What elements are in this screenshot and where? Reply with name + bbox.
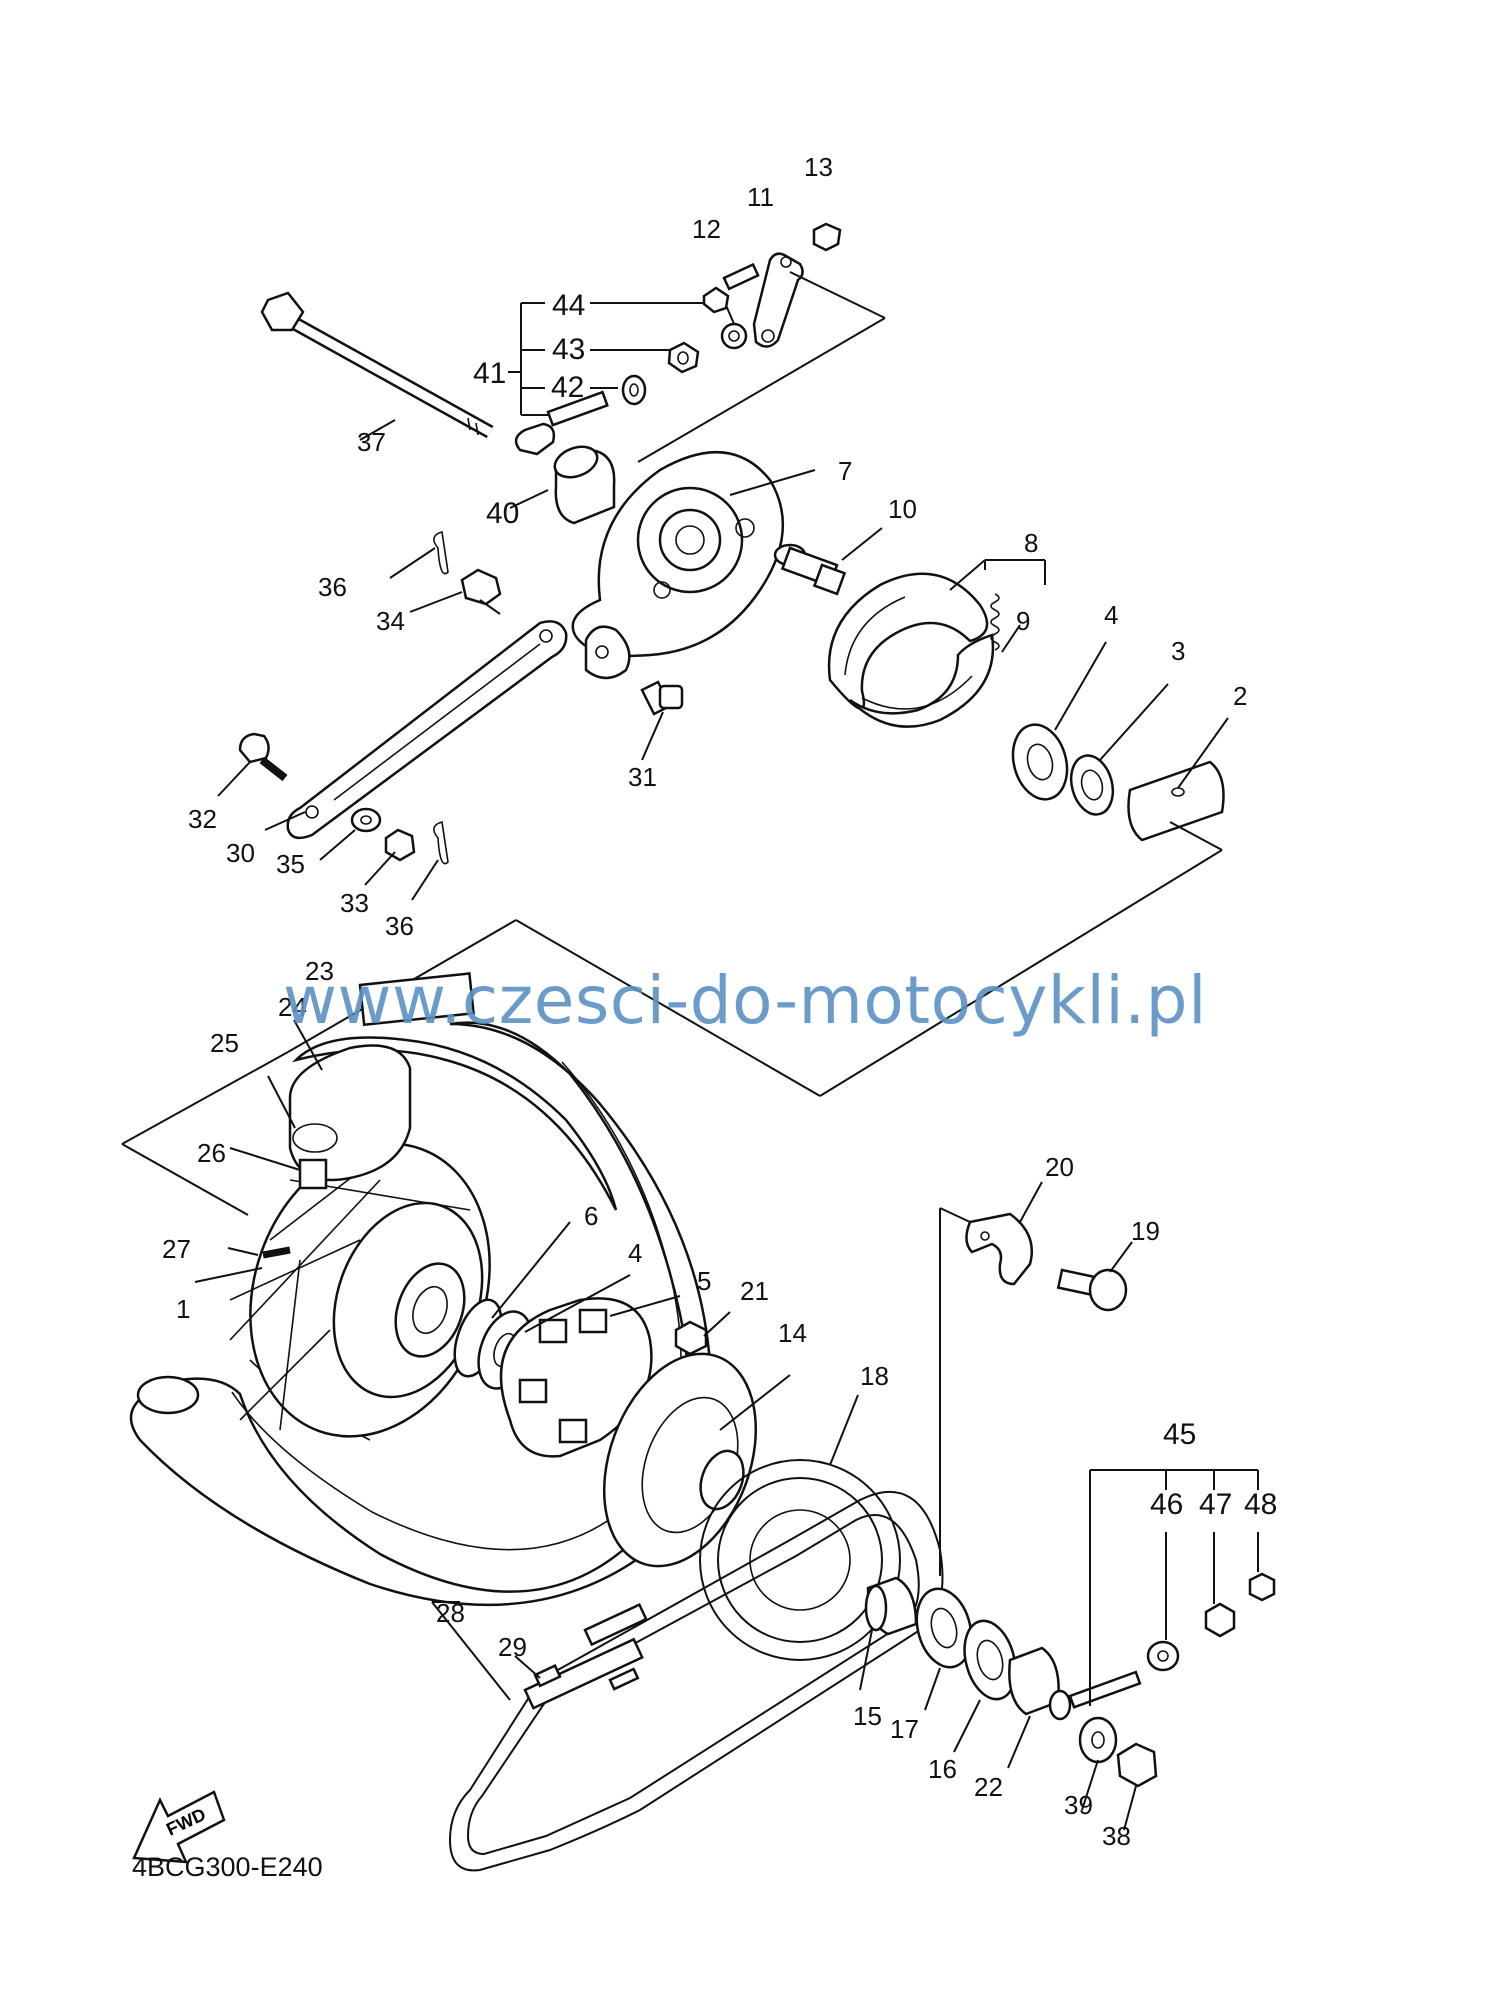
callout-12: 12	[692, 214, 721, 244]
callout-29: 29	[498, 1632, 527, 1662]
callout-4: 4	[628, 1238, 642, 1268]
sprocket-assembly	[602, 1352, 901, 1661]
callout-30: 30	[226, 838, 255, 868]
callout-36: 36	[318, 572, 347, 602]
callout-6: 6	[584, 1201, 598, 1231]
callout-16: 16	[928, 1754, 957, 1784]
stud-bolt	[514, 390, 609, 456]
callout-17: 17	[890, 1714, 919, 1744]
callout-26: 26	[197, 1138, 226, 1168]
callout-7: 7	[838, 456, 852, 486]
brake-shoes	[827, 559, 1046, 728]
drive-chain	[431, 1490, 944, 1872]
callout-20: 20	[1045, 1152, 1074, 1182]
callout-33: 33	[340, 888, 369, 918]
callout-35: 35	[276, 849, 305, 879]
callout-3: 3	[1171, 636, 1185, 666]
callout-4: 4	[1104, 600, 1118, 630]
callout-labels: 1234456789101112131415161718192021222324…	[162, 152, 1277, 1851]
callout-39: 39	[1064, 1790, 1093, 1820]
callout-18: 18	[860, 1361, 889, 1391]
washer-small	[720, 322, 748, 350]
callout-8: 8	[1024, 528, 1038, 558]
rear-axle	[260, 291, 494, 439]
rear-wheel	[129, 972, 713, 1607]
callout-44: 44	[552, 289, 585, 322]
callout-36: 36	[385, 911, 414, 941]
callout-14: 14	[778, 1318, 807, 1348]
callout-28: 28	[436, 1598, 465, 1628]
rear-hub-stack	[859, 1469, 1276, 1831]
callout-bracket-41	[508, 302, 736, 416]
callout-43: 43	[552, 333, 585, 366]
assembly-bracket	[121, 821, 1223, 1216]
callout-31: 31	[628, 762, 657, 792]
callout-38: 38	[1102, 1821, 1131, 1851]
callout-5: 5	[697, 1266, 711, 1296]
callout-15: 15	[853, 1701, 882, 1731]
nut	[667, 341, 700, 374]
collar	[553, 445, 616, 525]
callout-24: 24	[278, 992, 307, 1022]
brake-plate	[571, 451, 816, 680]
callout-22: 22	[974, 1772, 1003, 1802]
callout-34: 34	[376, 606, 405, 636]
callout-32: 32	[188, 804, 217, 834]
callout-10: 10	[888, 494, 917, 524]
callout-41: 41	[473, 357, 506, 390]
hub-parts	[453, 1221, 731, 1458]
callout-13: 13	[804, 152, 833, 182]
callout-11: 11	[747, 182, 774, 212]
torque-arm	[217, 419, 684, 901]
figure-code: 4BCG300-E240	[132, 1852, 323, 1882]
callout-9: 9	[1016, 606, 1030, 636]
washer	[621, 374, 647, 406]
watermark: www.czesci-do-motocykli.pl	[283, 962, 1207, 1039]
callout-37: 37	[357, 427, 386, 457]
callout-2: 2	[1233, 681, 1247, 711]
callout-21: 21	[740, 1276, 769, 1306]
callout-42: 42	[551, 371, 584, 404]
top-bearing-set	[1011, 641, 1229, 842]
lever-assembly	[637, 222, 886, 463]
callout-45: 45	[1163, 1418, 1196, 1451]
callout-23: 23	[305, 956, 334, 986]
brake-cam	[773, 527, 883, 596]
callout-1: 1	[176, 1294, 190, 1324]
callout-46: 46	[1150, 1488, 1183, 1521]
callout-19: 19	[1131, 1216, 1160, 1246]
callout-40: 40	[486, 497, 519, 530]
chain-guard-bracket	[939, 1181, 1133, 1576]
callout-27: 27	[162, 1234, 191, 1264]
callout-47: 47	[1199, 1488, 1232, 1521]
callout-25: 25	[210, 1028, 239, 1058]
callout-48: 48	[1244, 1488, 1277, 1521]
